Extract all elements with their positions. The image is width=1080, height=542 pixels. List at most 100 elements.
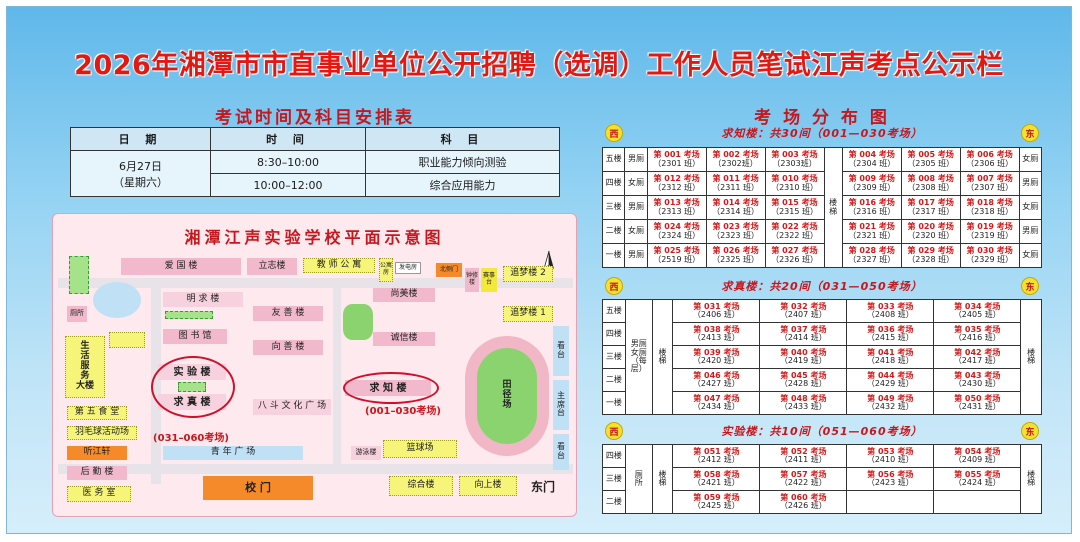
col-time: 时 间	[210, 127, 366, 151]
floor-label: 四楼	[602, 444, 626, 468]
floor-label: 一楼	[601, 243, 626, 268]
table-row: 二楼第 059 考场（2425 班）第 060 考场（2426 班）	[602, 490, 1042, 514]
exam-room-number: 第 036 考场	[867, 324, 914, 334]
map-title: 湘潭江声实验学校平面示意图	[184, 228, 445, 247]
exam-room-number: 第 041 考场	[867, 347, 914, 357]
exam-room-number: 第 047 考场	[693, 393, 740, 403]
exam-room-number: 第 048 考场	[780, 393, 827, 403]
exam-room-number: 第 010 考场	[771, 174, 818, 184]
exam-room-cell: 第 056 考场（2423 班）	[846, 467, 935, 491]
floor-label: 一楼	[602, 391, 626, 415]
floor-label: 三楼	[602, 345, 626, 369]
aiguo-building: 爱 国 楼	[121, 258, 241, 275]
exam-room-cell: 第 008 考场（2308 班）	[900, 171, 961, 196]
exam-room-cell: 第 055 考场（2424 班）	[933, 467, 1022, 491]
floor-label: 三楼	[601, 195, 626, 220]
east-marker: 东	[1021, 422, 1039, 440]
exam-room-class: （2414 班）	[779, 333, 827, 342]
layout-heading: 考 场 分 布 图	[754, 108, 890, 128]
exam-room-class: （2320 班）	[907, 230, 955, 240]
exam-room-cell: 第 036 考场（2415 班）	[846, 322, 935, 346]
exam-room-class: （2410 班）	[866, 455, 914, 464]
exam-room-class: （2429 班）	[866, 379, 914, 388]
exam-room-cell: 第 029 考场（2328 班）	[900, 243, 961, 268]
school-gate: 校 门	[203, 476, 313, 500]
exam-area-outline	[151, 356, 235, 418]
exam-room-cell: 第 016 考场（2316 班）	[841, 195, 902, 220]
exam-room-class: （2312 班）	[653, 182, 701, 192]
exam-room-number: 第 050 考场	[954, 393, 1001, 403]
exam-room-class: （2422 班）	[779, 478, 827, 487]
exam-room-cell: 第 025 考场（2519 班）	[646, 243, 707, 268]
exam-room-class: （2309 班）	[848, 182, 896, 192]
garden	[343, 304, 373, 340]
exam-room-cell: 第 030 考场（2329 班）	[959, 243, 1020, 268]
exam-room-cell: 第 042 考场（2417 班）	[933, 345, 1022, 369]
exam-room-number: 第 019 考场	[966, 222, 1013, 232]
zhuimeng-2-building: 追梦楼 2	[503, 266, 553, 282]
shiyan-table: 四楼厕 所楼 梯第 051 考场（2412 班）第 052 考场（2411 班）…	[602, 444, 1042, 514]
exam-room-cell: 第 024 考场（2324 班）	[646, 219, 707, 244]
exam-room-class: （2421 班）	[692, 478, 740, 487]
mingqiu-building: 明 求 楼	[163, 292, 243, 307]
stand-2: 看 台	[553, 434, 569, 470]
exam-room-number: 第 017 考场	[907, 198, 954, 208]
exam-room-class: （2424 班）	[953, 478, 1001, 487]
toilet-label: 女厕	[1018, 195, 1043, 220]
shiyan-header: 西 实验楼：共10间（051—060考场） 东	[602, 422, 1042, 440]
exam-room-number: 第 054 考场	[954, 446, 1001, 456]
stair-label: 楼 梯	[823, 147, 843, 268]
exam-room-cell: 第 058 考场（2421 班）	[672, 467, 761, 491]
exam-room-number: 第 025 考场	[653, 246, 700, 256]
exam-room-class: （2405 班）	[953, 310, 1001, 319]
table-row: 五楼男厕第 001 考场（2301 班）第 002 考场（2302班）第 003…	[601, 147, 1043, 268]
exam-room-number: 第 026 考场	[712, 246, 759, 256]
table-row: 一楼男厕第 025 考场（2519 班）第 026 考场（2325 班）第 02…	[601, 243, 1043, 268]
exam-room-class: （2316 班）	[848, 206, 896, 216]
toilet-label: 男厕 女厕 （每 层）	[624, 299, 653, 415]
power-room: 发电房	[395, 262, 421, 274]
exam-room-number: 第 022 考场	[771, 222, 818, 232]
exam-room-class: （2327 班）	[848, 254, 896, 264]
table-row-time: 8:30–10:00	[210, 150, 366, 174]
qiuzhi-title: 求知楼：共30间（001—030考场）	[721, 127, 923, 140]
exam-room-class: （2303班）	[772, 158, 817, 168]
stair-label: 楼 梯	[651, 444, 674, 514]
exam-room-cell: 第 006 考场（2306 班）	[959, 147, 1020, 172]
exam-room-number: 第 035 考场	[954, 324, 1001, 334]
campus-map: 湘潭江声实验学校平面示意图 爱 国 楼 立志楼 教 师 公 寓 公寓房 发电房 …	[52, 213, 577, 517]
exam-room-class: （2413 班）	[692, 333, 740, 342]
green-area	[165, 311, 213, 319]
exam-room-cell	[933, 490, 1022, 514]
exam-room-number: 第 033 考场	[867, 301, 914, 311]
exam-room-number: 第 027 考场	[771, 246, 818, 256]
exam-room-number: 第 055 考场	[954, 469, 1001, 479]
exam-room-cell: 第 005 考场（2305 班）	[900, 147, 961, 172]
exam-room-class: （2519 班）	[653, 254, 701, 264]
exam-room-class: （2407 班）	[779, 310, 827, 319]
floor-label: 五楼	[601, 147, 626, 172]
toilet-label: 男厕	[624, 147, 648, 172]
qiuzhi-exam-rooms: (001–030考场)	[365, 405, 441, 417]
left-exam-rooms: (031–060考场)	[153, 432, 229, 444]
logistics-building: 后 勤 楼	[67, 466, 127, 480]
table-row: 四楼厕 所楼 梯第 051 考场（2412 班）第 052 考场（2411 班）…	[602, 444, 1042, 514]
exam-room-class: （2329 班）	[966, 254, 1014, 264]
exam-room-number: 第 056 考场	[867, 469, 914, 479]
exam-room-number: 第 004 考场	[848, 150, 895, 160]
exam-room-number: 第 049 考场	[867, 393, 914, 403]
exam-room-cell: 第 031 考场（2406 班）	[672, 299, 761, 323]
exam-room-number: 第 006 考场	[966, 150, 1013, 160]
exam-room-cell: 第 020 考场（2320 班）	[900, 219, 961, 244]
exam-room-number: 第 016 考场	[848, 198, 895, 208]
page-title: 2026年湘潭市市直事业单位公开招聘（选调）工作人员笔试江声考点公示栏	[74, 50, 1004, 81]
exam-room-number: 第 051 考场	[693, 446, 740, 456]
exam-room-number: 第 060 考场	[780, 492, 827, 502]
exam-room-cell: 第 034 考场（2405 班）	[933, 299, 1022, 323]
dining-hall: 第 五 食 堂	[67, 406, 127, 420]
exam-room-cell: 第 014 考场（2314 班）	[705, 195, 766, 220]
exam-room-cell: 第 010 考场（2310 班）	[764, 171, 825, 196]
athletic-field: 田 径 场	[477, 348, 537, 444]
exam-room-number: 第 015 考场	[771, 198, 818, 208]
exam-room-number: 第 005 考场	[907, 150, 954, 160]
